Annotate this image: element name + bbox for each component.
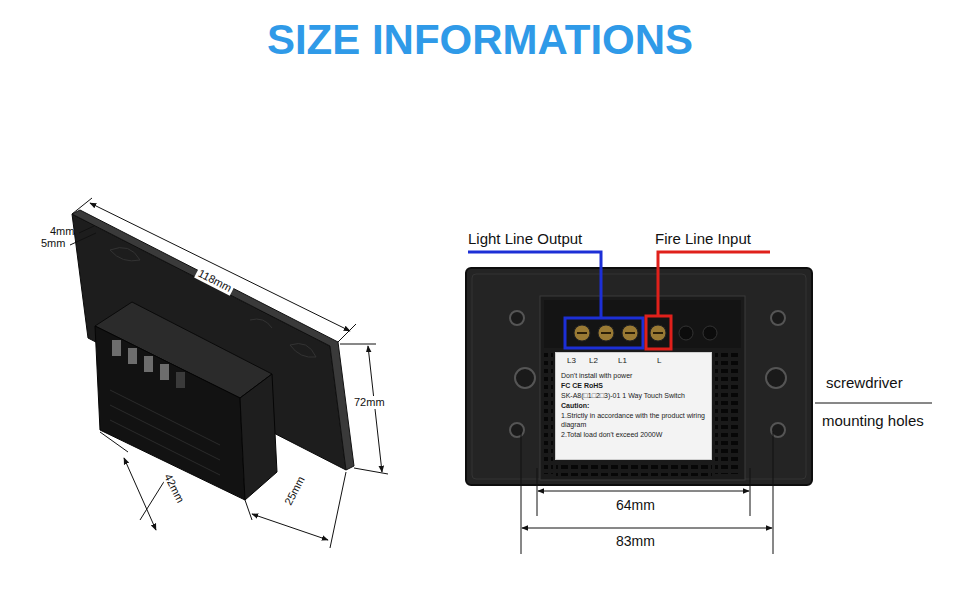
output-terminal-frame: [565, 318, 643, 348]
extension-line: [354, 468, 388, 474]
terminal-screw: [703, 326, 717, 340]
leader-line: [79, 226, 94, 233]
panel-rim: [472, 274, 806, 479]
sticker-text: FC CE RoHS: [561, 381, 706, 390]
screw-slots: [577, 332, 663, 334]
dimension-lines-right: [521, 403, 932, 554]
sticker-text: Caution:: [561, 401, 706, 410]
terminal-marking: L: [657, 356, 661, 366]
dimension-label: 64mm: [616, 497, 655, 513]
sticker-text: 2.Total load don't exceed 2000W: [561, 430, 706, 439]
dimension-label: 4mm: [50, 225, 74, 238]
extension-line: [521, 432, 522, 554]
dimension-line-72: [368, 346, 382, 472]
sticker-text: Don't install with power: [561, 371, 706, 380]
extension-line: [100, 432, 128, 452]
input-terminal-frame: [646, 316, 671, 349]
mounting-hole: [771, 311, 785, 325]
dimension-lines-left: [70, 198, 388, 548]
module-ribs: [110, 390, 220, 475]
terminal-screw: [144, 356, 153, 372]
mounting-hole: [515, 368, 535, 388]
product-label-sticker: L3 L2 L1 L Don't install with powerFC CE RoH…: [555, 352, 712, 460]
extension-line: [330, 472, 346, 548]
callout-label: Light Line Output: [468, 230, 582, 247]
terminal-marking: L3: [567, 356, 576, 366]
back-module: [540, 296, 745, 480]
terminal-screw: [176, 372, 185, 388]
terminal-screw: [160, 364, 169, 380]
switch-back-view: [466, 252, 812, 485]
extension-line: [750, 468, 751, 516]
extension-line: [537, 468, 538, 516]
output-leader-line: [468, 252, 601, 318]
terminal-screw: [679, 326, 693, 340]
terminal-marking: L1: [618, 356, 627, 366]
dimension-line-64: [538, 491, 749, 492]
extension-line: [72, 198, 92, 214]
module-side-face: [240, 374, 277, 500]
terminal-block: [544, 300, 741, 348]
terminal-marking-row: L3 L2 L1 L: [561, 356, 706, 368]
dimension-label: 72mm: [352, 396, 387, 409]
terminal-marking: L2: [589, 356, 598, 366]
sticker-text: SK-A8(□1□2□3)-01 1 Way Touch Switch: [561, 391, 706, 400]
callout-label: screwdriver: [826, 374, 903, 391]
vent-slots: [715, 352, 741, 474]
dimension-line-25: [252, 514, 328, 540]
terminal-screw: [128, 348, 137, 364]
dimension-label: 5mm: [41, 237, 65, 250]
callout-label: Fire Line Input: [655, 230, 751, 247]
dimension-line-118: [90, 203, 350, 331]
callout-separator: [815, 403, 932, 404]
callout-label: mounting holes: [822, 412, 924, 429]
dimension-line-83: [522, 528, 772, 529]
dimension-label: 25mm: [281, 472, 308, 508]
extension-line: [245, 500, 252, 520]
terminal-screw: [112, 340, 121, 356]
dimension-line-42: [124, 458, 156, 530]
switch-3d-view: [72, 210, 354, 500]
mounting-hole: [510, 311, 524, 325]
sticker-text: 1.Strictly in accordance with the produc…: [561, 411, 706, 429]
back-panel: [466, 268, 812, 485]
input-leader-line: [658, 252, 770, 316]
extension-line: [340, 344, 376, 345]
terminal-screws: [112, 340, 185, 388]
mounting-hole: [766, 368, 786, 388]
mounting-hole: [510, 423, 524, 437]
vent-slots: [544, 352, 553, 474]
page-title: SIZE INFORMATIONS: [0, 16, 960, 64]
extension-line: [773, 432, 774, 554]
dimension-label: 42mm: [161, 470, 188, 507]
vent-slots: [556, 462, 712, 476]
dimension-label: 83mm: [616, 533, 655, 549]
